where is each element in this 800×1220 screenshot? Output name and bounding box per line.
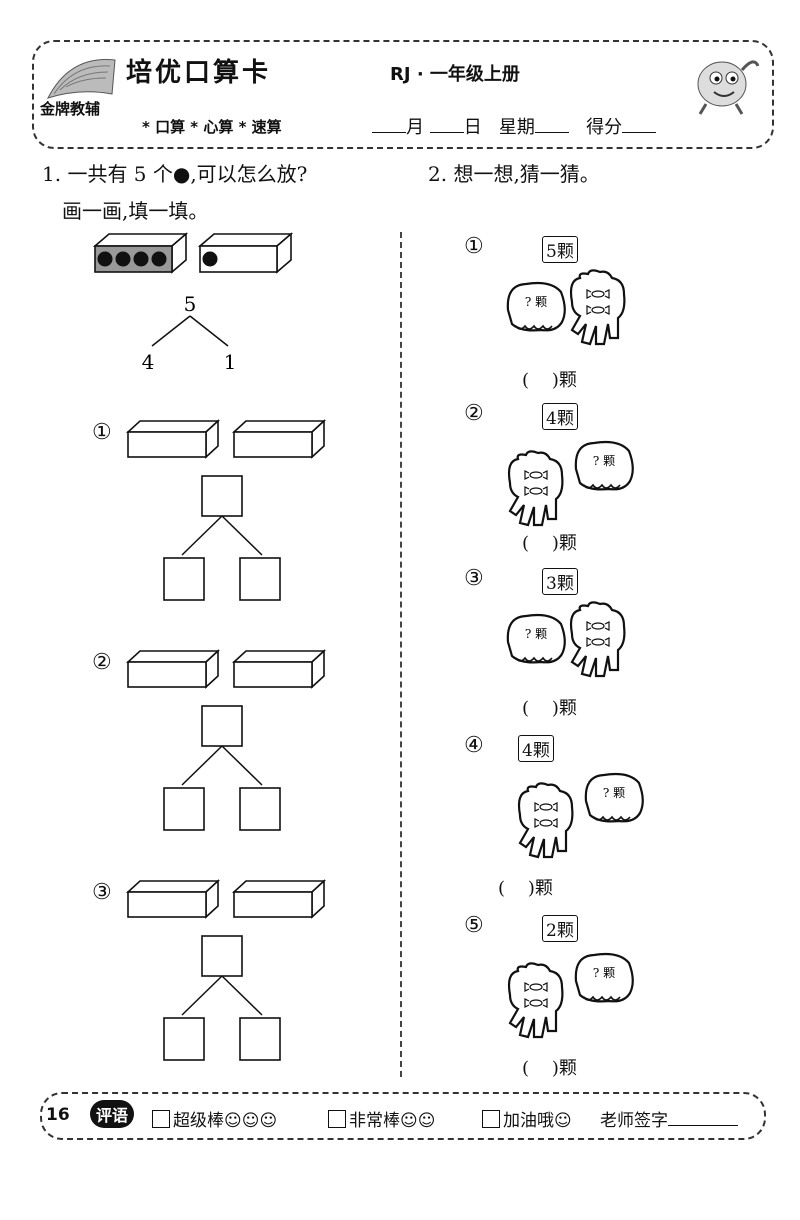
part-box-right[interactable]: [239, 787, 281, 831]
part-box-left[interactable]: [163, 557, 205, 601]
checkbox-keep-going[interactable]: [482, 1110, 500, 1128]
hidden-count-label: ? 颗: [593, 966, 615, 980]
checkbox-great[interactable]: [328, 1110, 346, 1128]
book-logo-icon: [47, 58, 116, 99]
dot: [115, 251, 131, 267]
q1-instruction: 画一画,填一填。: [62, 199, 209, 223]
part-box-left[interactable]: [163, 1017, 205, 1061]
mascot-icon: [697, 60, 760, 115]
q1-exercise-2[interactable]: [124, 648, 334, 842]
q1-exercise-3[interactable]: [124, 878, 334, 1072]
answer-box-left[interactable]: [127, 661, 207, 688]
q1-exercise-1[interactable]: [124, 418, 334, 612]
q1-item-label: ①: [92, 420, 112, 445]
q1-item-label: ③: [92, 880, 112, 905]
teacher-signature[interactable]: 老师签字: [600, 1106, 738, 1131]
answer-blank[interactable]: ( )颗: [522, 698, 577, 719]
total-box[interactable]: [201, 475, 243, 517]
q2-item-label: ②: [464, 401, 484, 426]
example-total: 5: [184, 292, 197, 316]
hands-illustration: ? 颗: [502, 268, 642, 368]
footer-frame: [40, 1092, 766, 1140]
hands-illustration: ? 颗: [502, 947, 642, 1047]
q2-prompt: 2. 想一想,猜一猜。: [428, 162, 600, 186]
example-box-right: [197, 232, 294, 274]
answer-blank[interactable]: ( )颗: [498, 878, 553, 899]
q2-item-label: ③: [464, 566, 484, 591]
hidden-count-label: ? 颗: [525, 295, 547, 309]
hands-illustration: ? 颗: [512, 767, 652, 867]
q2-item-label: ⑤: [464, 913, 484, 938]
example-box-left: [92, 232, 189, 274]
answer-blank[interactable]: ( )颗: [522, 1058, 577, 1079]
weekday-label: 星期: [498, 117, 535, 138]
hidden-count-label: ? 颗: [603, 786, 625, 800]
answer-box-left[interactable]: [127, 891, 207, 918]
grade-label: RJ · 一年级上册: [390, 64, 520, 85]
part-box-right[interactable]: [239, 557, 281, 601]
hands-illustration: ? 颗: [502, 435, 642, 535]
comment-badge: 评语: [90, 1100, 135, 1128]
answer-blank[interactable]: ( )颗: [522, 533, 577, 554]
column-divider: [400, 232, 402, 1077]
checkbox-super[interactable]: [152, 1110, 170, 1128]
date-score-bar: 月 日 星期 得分: [372, 113, 657, 139]
hidden-count-label: ? 颗: [593, 454, 615, 468]
total-box[interactable]: [201, 935, 243, 977]
answer-box-right[interactable]: [233, 891, 313, 918]
part-box-right[interactable]: [239, 1017, 281, 1061]
score-label: 得分: [586, 117, 623, 138]
page-number: 16: [46, 1105, 70, 1125]
hidden-count-label: ? 颗: [525, 627, 547, 641]
page-title: 培优口算卡: [126, 58, 272, 88]
dot: [97, 251, 113, 267]
answer-blank[interactable]: ( )颗: [522, 370, 577, 391]
q2-item-label: ①: [464, 234, 484, 259]
answer-box-right[interactable]: [233, 431, 313, 458]
month-label: 月: [406, 117, 424, 138]
q1-item-label: ②: [92, 650, 112, 675]
example-right-part: 1: [224, 350, 237, 374]
rating-super[interactable]: 超级棒☺☺☺: [152, 1106, 277, 1131]
rating-great[interactable]: 非常棒☺☺: [328, 1106, 435, 1131]
day-label: 日: [463, 117, 482, 138]
rating-keep-going[interactable]: 加油哦☺: [482, 1106, 572, 1131]
answer-box-right[interactable]: [233, 661, 313, 688]
header-frame: [32, 40, 774, 149]
q1-example: 5 4 1: [92, 232, 294, 374]
example-left-part: 4: [142, 350, 155, 374]
q2-item-label: ④: [464, 733, 484, 758]
total-candy-tag: 2颗: [542, 915, 578, 942]
total-candy-tag: 5颗: [542, 236, 578, 263]
brand-name: 金牌教辅: [40, 100, 101, 118]
dot: [202, 251, 218, 267]
total-candy-tag: 3颗: [542, 568, 578, 595]
total-candy-tag: 4颗: [518, 735, 554, 762]
dot: [151, 251, 167, 267]
answer-box-left[interactable]: [127, 431, 207, 458]
total-candy-tag: 4颗: [542, 403, 578, 430]
subtitle: * 口算 * 心算 * 速算: [142, 118, 282, 136]
total-box[interactable]: [201, 705, 243, 747]
dot: [133, 251, 149, 267]
hands-illustration: ? 颗: [502, 600, 642, 700]
part-box-left[interactable]: [163, 787, 205, 831]
q1-prompt: 1. 一共有 5 个●,可以怎么放?: [42, 162, 308, 186]
